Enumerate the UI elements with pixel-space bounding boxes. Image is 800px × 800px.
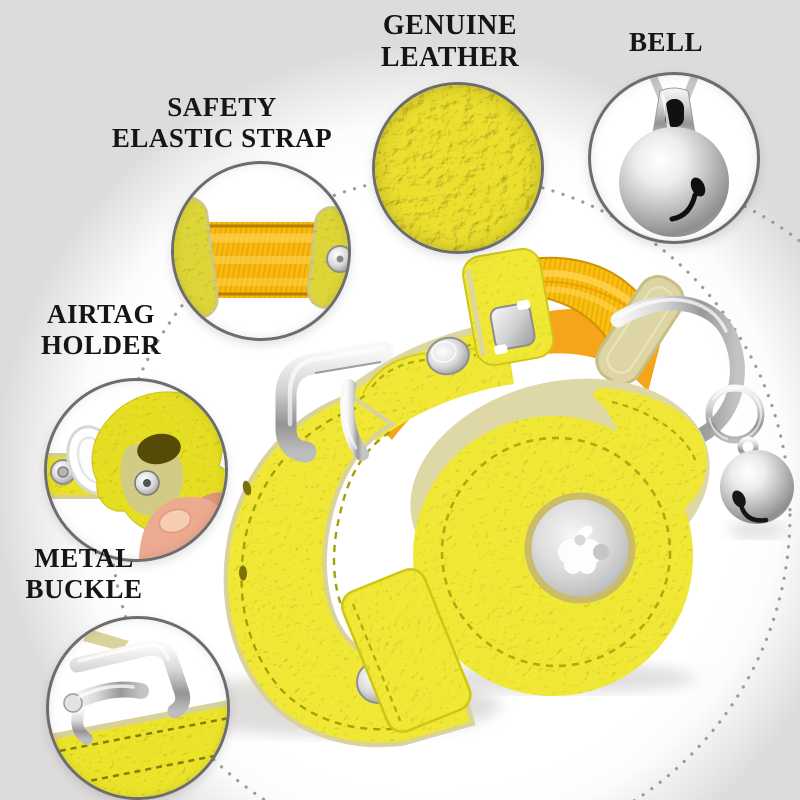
- bottom-keeper: [340, 568, 472, 733]
- buckle-prong: [340, 379, 369, 461]
- airtag-case: [410, 378, 710, 696]
- bell-sphere: [720, 450, 794, 524]
- thumbnail: [158, 508, 192, 534]
- rivet: [426, 336, 470, 376]
- metal-buckle-hardware: [275, 341, 394, 463]
- callout-bell: [588, 72, 760, 244]
- bell-label: BELL: [628, 27, 704, 57]
- callout-metal-buckle: [46, 616, 230, 800]
- callout-airtag-holder: [44, 378, 228, 562]
- elastic-strap-photo: [174, 196, 348, 321]
- airtag-holder-photo: [47, 391, 225, 559]
- orange-lining: [372, 308, 660, 440]
- bell-charm: [705, 384, 794, 524]
- strap-end: [362, 336, 482, 410]
- collar-product: [160, 247, 794, 748]
- apple-logo-cutout: [558, 525, 602, 574]
- strap-hole: [238, 565, 248, 581]
- thread-slot: [137, 433, 181, 465]
- bell-photo: [619, 75, 729, 237]
- airtag-holder-label: AIRTAG HOLDER: [40, 299, 162, 361]
- keeper-loop: [462, 247, 555, 367]
- genuine-leather-label: GENUINE LEATHER: [380, 10, 520, 74]
- metal-buckle-photo: [49, 629, 227, 797]
- callout-safety-elastic-strap: [171, 161, 351, 341]
- strap-hole: [242, 480, 252, 496]
- metal-buckle-label: METAL BUCKLE: [25, 543, 143, 605]
- keeper-plate: [489, 302, 536, 351]
- shadow: [727, 522, 787, 538]
- safety-elastic-strap-label: SAFETY ELASTIC STRAP: [111, 92, 333, 154]
- callout-genuine-leather: [372, 82, 544, 254]
- leather-texture-photo: [375, 85, 541, 251]
